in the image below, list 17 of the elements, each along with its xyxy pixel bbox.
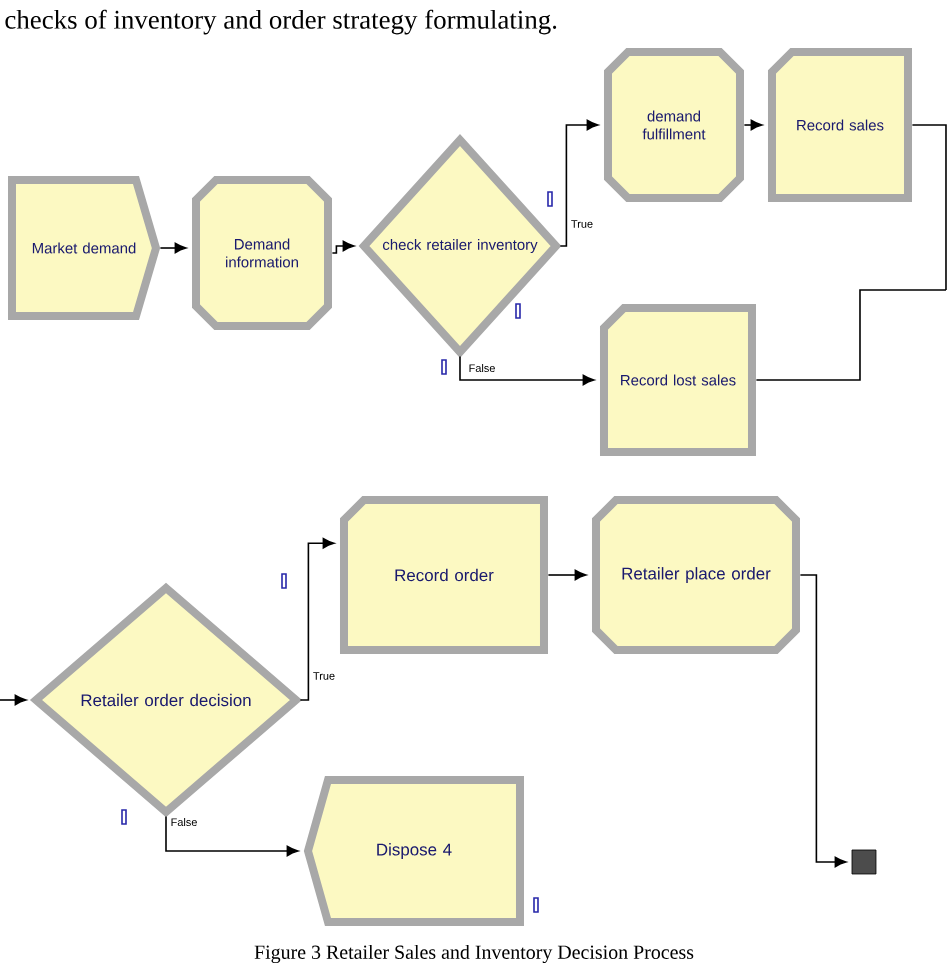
connector	[559, 119, 599, 247]
connector	[547, 569, 587, 581]
connector	[755, 289, 947, 381]
connector	[331, 240, 355, 254]
connector	[799, 574, 847, 868]
connector	[159, 242, 187, 254]
connector	[743, 119, 763, 131]
figure-caption: Figure 3 Retailer Sales and Inventory Decision Process	[254, 944, 694, 964]
connector	[165, 815, 299, 857]
body-text: checks of inventory and order strategy formulating.	[5, 9, 557, 35]
connector	[0, 694, 27, 706]
connector	[911, 124, 947, 291]
process-block: Retailer place order	[592, 496, 800, 654]
end-square	[851, 849, 877, 875]
record-block: Record order	[340, 496, 548, 654]
connector	[299, 537, 335, 701]
connector	[459, 355, 595, 386]
